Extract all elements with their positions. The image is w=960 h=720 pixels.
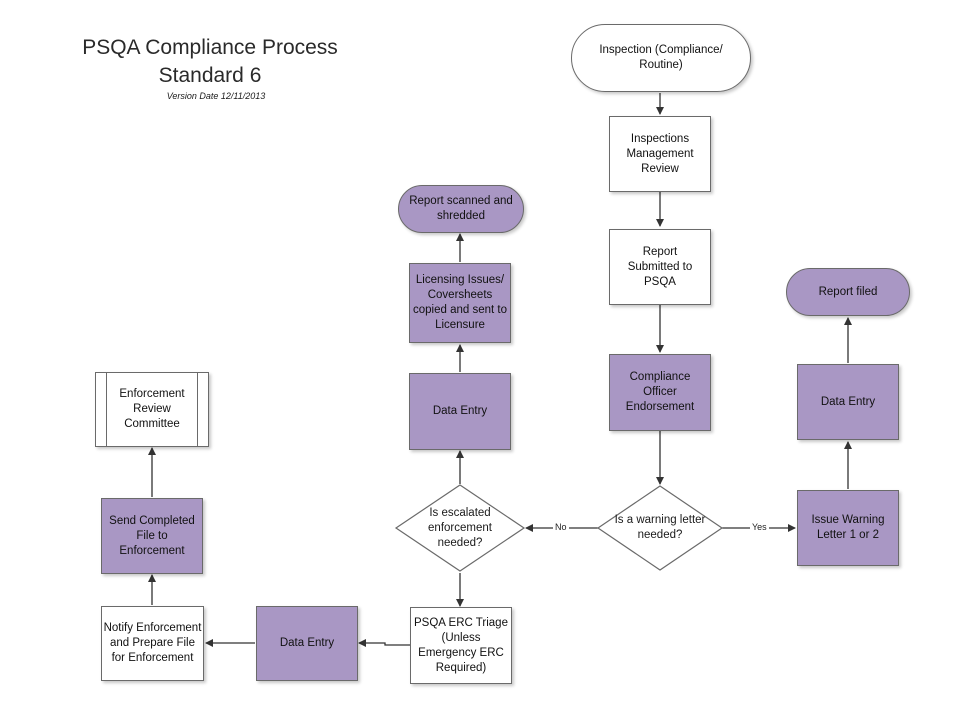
- licensing-issues-node: Licensing Issues/ Coversheets copied and…: [409, 263, 511, 343]
- arrow-erc-triage-to-data-entry: [358, 639, 410, 647]
- warning-decision-diamond: [596, 485, 724, 571]
- report-submitted-node: Report Submitted to PSQA: [609, 229, 711, 305]
- data-entry-mid-node: Data Entry: [409, 373, 511, 450]
- diagram-subtitle: Standard 6: [158, 64, 262, 87]
- data-entry-right-node: Data Entry: [797, 364, 899, 440]
- edge-label-yes: Yes: [750, 522, 769, 532]
- enforcement-review-committee-node: Enforcement Review Committee: [95, 372, 209, 447]
- send-completed-file-node: Send Completed File to Enforcement: [101, 498, 203, 574]
- edge-label-no: No: [553, 522, 569, 532]
- notify-enforcement-node: Notify Enforcement and Prepare File for …: [101, 606, 204, 681]
- notify-enforcement-label: Notify Enforcement and Prepare File for …: [103, 622, 202, 664]
- inspection-start-node: Inspection (Compliance/ Routine): [571, 24, 751, 92]
- data-entry-right-label: Data Entry: [820, 395, 876, 408]
- send-completed-file-label: Send Completed File to Enforcement: [109, 514, 195, 557]
- escalated-decision-diamond: [394, 484, 526, 572]
- diagram-title: PSQA Compliance Process: [82, 36, 338, 59]
- inspection-label: Inspection (Compliance/ Routine): [599, 44, 723, 71]
- report-shredded-node: Report scanned and shredded: [398, 185, 524, 233]
- report-shredded-label: Report scanned and shredded: [409, 195, 513, 222]
- escalated-decision-label: Is escalated enforcement needed?: [428, 506, 492, 549]
- erc-triage-node: PSQA ERC Triage (Unless Emergency ERC Re…: [410, 607, 512, 684]
- report-filed-node: Report filed: [786, 268, 910, 316]
- issue-warning-node: Issue Warning Letter 1 or 2: [797, 490, 899, 566]
- enforcement-review-committee-label: Enforcement Review Committee: [119, 388, 185, 430]
- compliance-officer-label: Compliance Officer Endorsement: [625, 371, 695, 413]
- data-entry-mid-label: Data Entry: [432, 405, 488, 417]
- issue-warning-label: Issue Warning Letter 1 or 2: [811, 514, 885, 541]
- data-entry-bottom-label: Data Entry: [279, 637, 335, 649]
- warning-decision-label: Is a warning letter needed?: [614, 514, 706, 541]
- licensing-issues-label: Licensing Issues/ Coversheets copied and…: [413, 274, 507, 331]
- report-submitted-label: Report Submitted to PSQA: [627, 245, 693, 288]
- data-entry-bottom-node: Data Entry: [256, 606, 358, 681]
- management-review-label: Inspections Management Review: [626, 132, 694, 175]
- title-block: PSQA Compliance Process Standard 6 Versi…: [40, 34, 380, 101]
- erc-triage-label: PSQA ERC Triage (Unless Emergency ERC Re…: [414, 616, 508, 674]
- compliance-officer-node: Compliance Officer Endorsement: [609, 354, 711, 431]
- management-review-node: Inspections Management Review: [609, 116, 711, 192]
- report-filed-label: Report filed: [818, 285, 878, 298]
- version-date: Version Date 12/11/2013: [166, 91, 266, 101]
